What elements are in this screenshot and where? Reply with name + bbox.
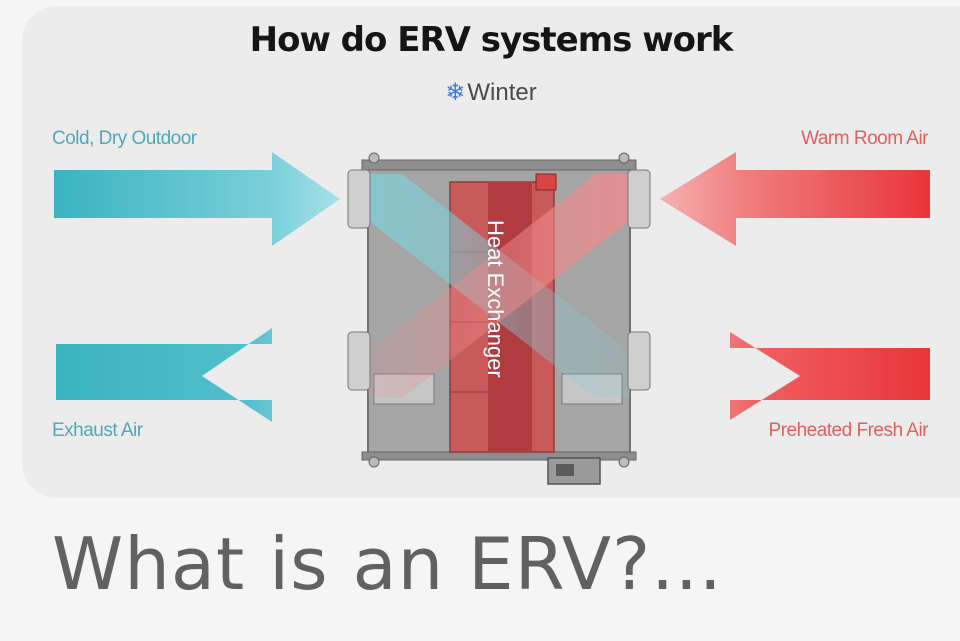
exhaust-air-arrow xyxy=(56,328,350,422)
warm-room-air-label: Warm Room Air xyxy=(801,128,928,149)
exhaust-air-label: Exhaust Air xyxy=(52,420,143,441)
season-label: Winter xyxy=(467,79,537,106)
snowflake-icon: ❄ xyxy=(445,79,466,106)
duct-collars xyxy=(347,169,651,391)
mount-bolt-br xyxy=(618,456,630,468)
mount-bolt-bl xyxy=(368,456,380,468)
cold-dry-outdoor-label: Cold, Dry Outdoor xyxy=(52,128,197,149)
preheated-fresh-air-label: Preheated Fresh Air xyxy=(768,420,929,441)
control-box-panel xyxy=(556,464,574,476)
duct-collar-top-left xyxy=(347,169,371,229)
erv-diagram-card[interactable]: Heat Exchanger How do ERV systems work ❄… xyxy=(22,6,960,498)
heat-exchanger-label: Heat Exchanger xyxy=(483,220,508,378)
mount-bolt-tl xyxy=(368,152,380,164)
cold-dry-outdoor-arrow xyxy=(54,152,340,246)
duct-collar-bottom-left xyxy=(347,331,371,391)
preheated-fresh-air-arrow xyxy=(648,332,930,420)
diagram-title: How do ERV systems work xyxy=(249,20,734,60)
season-indicator: ❄Winter xyxy=(22,78,960,107)
damper-motor xyxy=(535,173,557,191)
page-title[interactable]: What is an ERV?... xyxy=(52,522,723,606)
warm-room-air-arrow xyxy=(660,152,930,246)
mount-bolt-tr xyxy=(618,152,630,164)
erv-diagram: Heat Exchanger xyxy=(54,152,930,485)
exhaust-flow-crossing xyxy=(368,174,630,398)
duct-collar-top-right xyxy=(627,169,651,229)
erv-unit-top-rail xyxy=(361,159,637,171)
duct-collar-bottom-right xyxy=(627,331,651,391)
